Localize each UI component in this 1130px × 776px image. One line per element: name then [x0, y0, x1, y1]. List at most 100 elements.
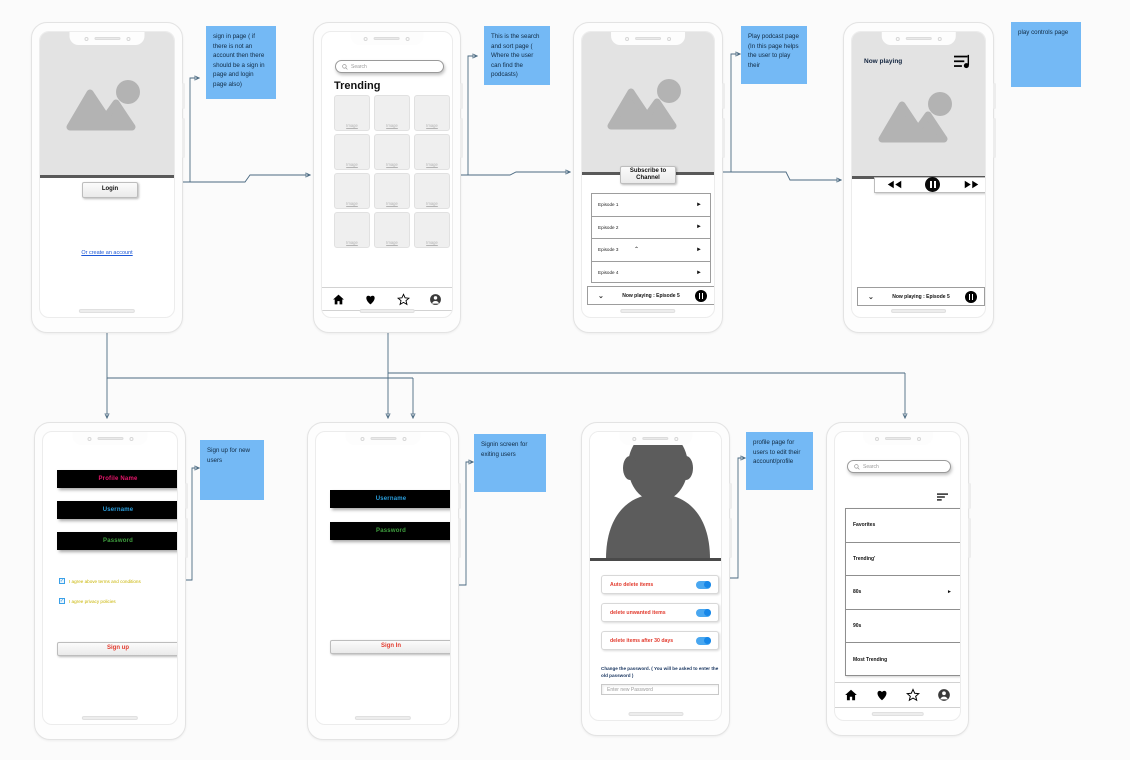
input-label: Username: [375, 496, 407, 502]
setting-label: delete items after 30 days: [610, 637, 674, 644]
subscribe-button[interactable]: Subscribe to Channel: [620, 166, 676, 184]
library-search-placeholder: Search: [863, 463, 879, 470]
setting-toggle[interactable]: [696, 580, 711, 589]
new-password-input[interactable]: Enter new Password: [601, 684, 719, 695]
tab-starred[interactable]: [906, 688, 921, 702]
rewind-button[interactable]: [887, 176, 902, 194]
setting-row[interactable]: Auto delete items: [601, 575, 719, 594]
library-search-input[interactable]: Search: [847, 460, 951, 473]
playlist-button[interactable]: [954, 54, 973, 75]
trending-tile[interactable]: Image: [334, 212, 370, 248]
episode-row[interactable]: Episode 1►: [592, 194, 710, 217]
trending-tile[interactable]: Image: [414, 173, 450, 209]
create-account-link[interactable]: Or create an account: [81, 250, 133, 256]
home-indicator: [78, 309, 136, 313]
category-row[interactable]: 90s: [846, 610, 960, 644]
search-input[interactable]: Search: [335, 60, 444, 73]
trending-tile[interactable]: Image: [334, 95, 370, 131]
phone-side-button: [185, 518, 188, 558]
sort-icon: [937, 493, 948, 501]
tab-account[interactable]: [937, 688, 951, 702]
episode-row[interactable]: Episode 4►: [592, 262, 710, 285]
setting-row[interactable]: delete unwanted items: [601, 603, 719, 622]
trending-tile[interactable]: Image: [374, 173, 410, 209]
chevron-down-icon[interactable]: ⌄: [598, 292, 604, 300]
play-icon[interactable]: ►: [696, 224, 702, 231]
pause-button[interactable]: [965, 290, 977, 303]
episode-row[interactable]: Episode 2 ►: [592, 217, 710, 239]
chevron-right-icon[interactable]: ►: [947, 589, 952, 596]
trending-tile-label: Image: [346, 240, 358, 245]
checkbox[interactable]: ✓: [59, 597, 65, 604]
speaker-grill-icon: [97, 437, 123, 440]
category-row[interactable]: Trending': [846, 543, 960, 577]
camera-icon: [360, 436, 364, 441]
tab-starred[interactable]: [396, 292, 410, 306]
pause-button[interactable]: [925, 177, 941, 192]
profile-avatar[interactable]: [590, 432, 721, 559]
mini-player-bar[interactable]: ⌄ Now playing : Episode 5: [587, 286, 714, 305]
signin-submit-button[interactable]: Sign In: [330, 640, 450, 654]
setting-toggle[interactable]: [696, 608, 711, 617]
phone-side-button: [722, 118, 725, 158]
trending-tile-label: Image: [346, 201, 358, 206]
input-password[interactable]: Password: [330, 522, 450, 540]
mini-player-label: Now playing : Episode 5: [622, 292, 680, 299]
checkbox[interactable]: ✓: [59, 577, 65, 584]
chevron-up-icon[interactable]: ⌃: [634, 247, 640, 254]
category-label: Most Trending: [853, 657, 888, 664]
trending-tile[interactable]: Image: [334, 173, 370, 209]
sort-button[interactable]: [937, 488, 948, 506]
trending-tile-label: Image: [426, 201, 438, 206]
phone-player-screen: Now playing: [843, 22, 996, 333]
camera-icon: [916, 436, 921, 441]
toggle-knob: [703, 637, 711, 644]
setting-label: delete unwanted items: [610, 609, 666, 616]
episode-label: Episode 2: [598, 224, 619, 230]
consent-row[interactable]: ✓I agree privacy policies: [59, 598, 116, 604]
category-row[interactable]: Favorites: [846, 509, 960, 543]
trending-tile[interactable]: Image: [414, 134, 450, 170]
login-button[interactable]: Login: [82, 182, 138, 198]
signup-submit-button[interactable]: Sign up: [57, 642, 177, 656]
episode-row[interactable]: Episode 3⌃►: [592, 239, 710, 262]
tab-account[interactable]: [429, 293, 442, 306]
trending-tile[interactable]: Image: [414, 95, 450, 131]
trending-tile[interactable]: Image: [374, 95, 410, 131]
input-password[interactable]: Password: [57, 532, 177, 550]
input-username[interactable]: Username: [57, 501, 177, 519]
input-username[interactable]: Username: [330, 490, 450, 508]
trending-tile[interactable]: Image: [334, 134, 370, 170]
phone-channel-screen: Subscribe to Channel Episode 1►Episode 2…: [573, 22, 725, 333]
consent-row[interactable]: ✓I agree above terms and conditions: [59, 578, 141, 584]
tab-home[interactable]: [844, 688, 858, 702]
tab-home[interactable]: [332, 293, 345, 306]
category-label: Trending': [853, 555, 876, 562]
trending-tile[interactable]: Image: [414, 212, 450, 248]
play-icon[interactable]: ►: [696, 246, 702, 253]
trending-title: Trending: [334, 80, 381, 92]
camera-icon: [84, 36, 88, 41]
mini-player-bar[interactable]: ⌄ Now playing : Episode 5: [857, 287, 985, 306]
setting-label: Auto delete items: [610, 581, 654, 588]
player-transport-controls: [874, 176, 985, 194]
chevron-down-icon[interactable]: ⌄: [868, 293, 874, 301]
tab-favorites[interactable]: [364, 293, 377, 306]
trending-tile[interactable]: Image: [374, 134, 410, 170]
tab-favorites[interactable]: [875, 688, 889, 702]
fast-forward-button[interactable]: [964, 176, 979, 194]
setting-toggle[interactable]: [696, 636, 711, 645]
camera-icon: [363, 36, 368, 41]
camera-icon: [402, 436, 406, 441]
phone-notch: [72, 432, 148, 445]
trending-tile[interactable]: Image: [374, 212, 410, 248]
setting-row[interactable]: delete items after 30 days: [601, 631, 719, 650]
category-row[interactable]: Most Trending: [846, 643, 960, 677]
play-icon[interactable]: ►: [696, 201, 702, 208]
category-row[interactable]: 80s►: [846, 576, 960, 610]
play-icon[interactable]: ►: [696, 269, 702, 276]
input-profile-name[interactable]: Profile Name: [57, 470, 177, 488]
pause-button[interactable]: [695, 289, 707, 302]
